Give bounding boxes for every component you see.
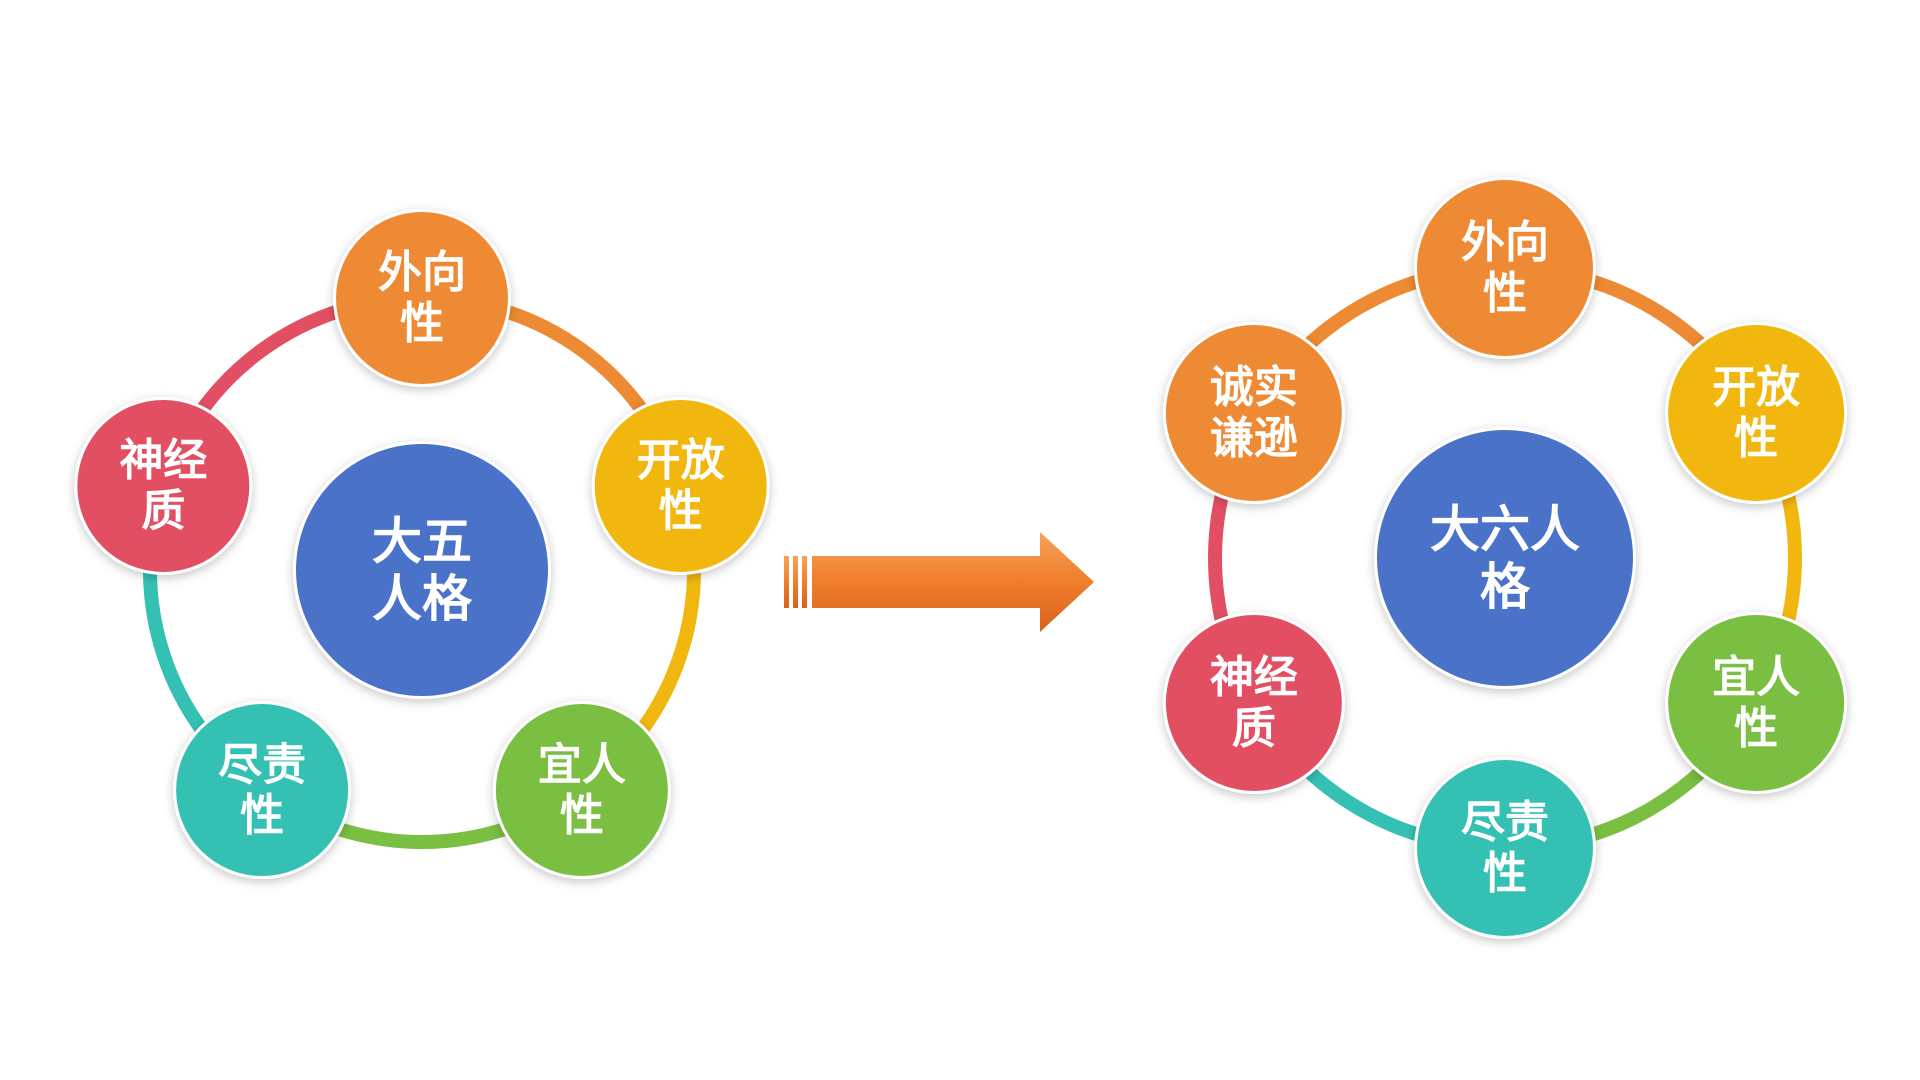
trait-node-circle [1417, 760, 1593, 936]
trait-label-line: 宜人 [538, 739, 626, 790]
trait-label-line: 性 [240, 790, 284, 841]
arrow-stripe [793, 556, 798, 608]
trait-node-conscientiousness: 尽责性 [173, 701, 352, 880]
trait-node-openness: 开放性 [1665, 322, 1848, 504]
trait-label-line: 神经 [119, 435, 207, 486]
trait-label-line: 性 [659, 486, 703, 537]
trait-label-line: 开放 [637, 435, 725, 486]
trait-node-agreeableness: 宜人性 [1665, 612, 1848, 794]
trait-node-circle [495, 704, 668, 877]
trait-node-circle [1668, 615, 1845, 791]
trait-node-neuroticism: 神经质 [74, 396, 253, 575]
trait-label-line: 格 [1480, 558, 1531, 616]
trait-label-line: 外向 [378, 247, 466, 298]
trait-label-line: 开放 [1712, 362, 1800, 413]
trait-node-conscientiousness: 尽责性 [1414, 757, 1596, 939]
trait-label-line: 性 [1483, 268, 1527, 319]
trait-label-line: 性 [1734, 703, 1778, 754]
trait-label-line: 质 [1232, 703, 1276, 754]
trait-label-line: 大六人 [1430, 500, 1580, 558]
right-arrow-icon [784, 532, 1094, 632]
trait-node-agreeableness: 宜人性 [492, 701, 671, 880]
trait-node-circle [1165, 615, 1342, 791]
arrow-stripe [802, 556, 807, 608]
trait-label-line: 性 [1483, 848, 1527, 899]
trait-node-circle [176, 704, 349, 877]
trait-node-circle [1417, 180, 1593, 356]
trait-label-line: 大五 [372, 512, 472, 570]
trait-node-circle [1165, 325, 1342, 501]
arrow-body [812, 532, 1094, 632]
trait-node-circle [77, 399, 250, 572]
trait-label-line: 性 [400, 298, 444, 349]
center-node-circle [296, 444, 548, 696]
trait-label-line: 诚实 [1210, 362, 1298, 413]
trait-node-circle [336, 212, 508, 384]
trait-node-circle [1668, 325, 1845, 501]
trait-node-openness: 开放性 [591, 396, 770, 575]
trait-label-line: 谦逊 [1210, 413, 1298, 464]
trait-node-neuroticism: 神经质 [1162, 612, 1345, 794]
trait-label-line: 质 [141, 486, 185, 537]
trait-label-line: 性 [560, 790, 604, 841]
center-node-circle [1377, 430, 1633, 686]
trait-label-line: 外向 [1461, 217, 1549, 268]
trait-label-line: 宜人 [1712, 652, 1800, 703]
trait-node-extraversion: 外向性 [1414, 177, 1596, 359]
trait-node-extraversion: 外向性 [333, 209, 511, 387]
trait-label-line: 尽责 [1461, 797, 1549, 848]
trait-label-line: 性 [1734, 413, 1778, 464]
trait-label-line: 神经 [1210, 652, 1298, 703]
trait-label-line: 尽责 [218, 739, 306, 790]
arrow-stripe [784, 556, 789, 608]
trait-node-circle [594, 399, 767, 572]
trait-label-line: 人格 [372, 570, 473, 628]
